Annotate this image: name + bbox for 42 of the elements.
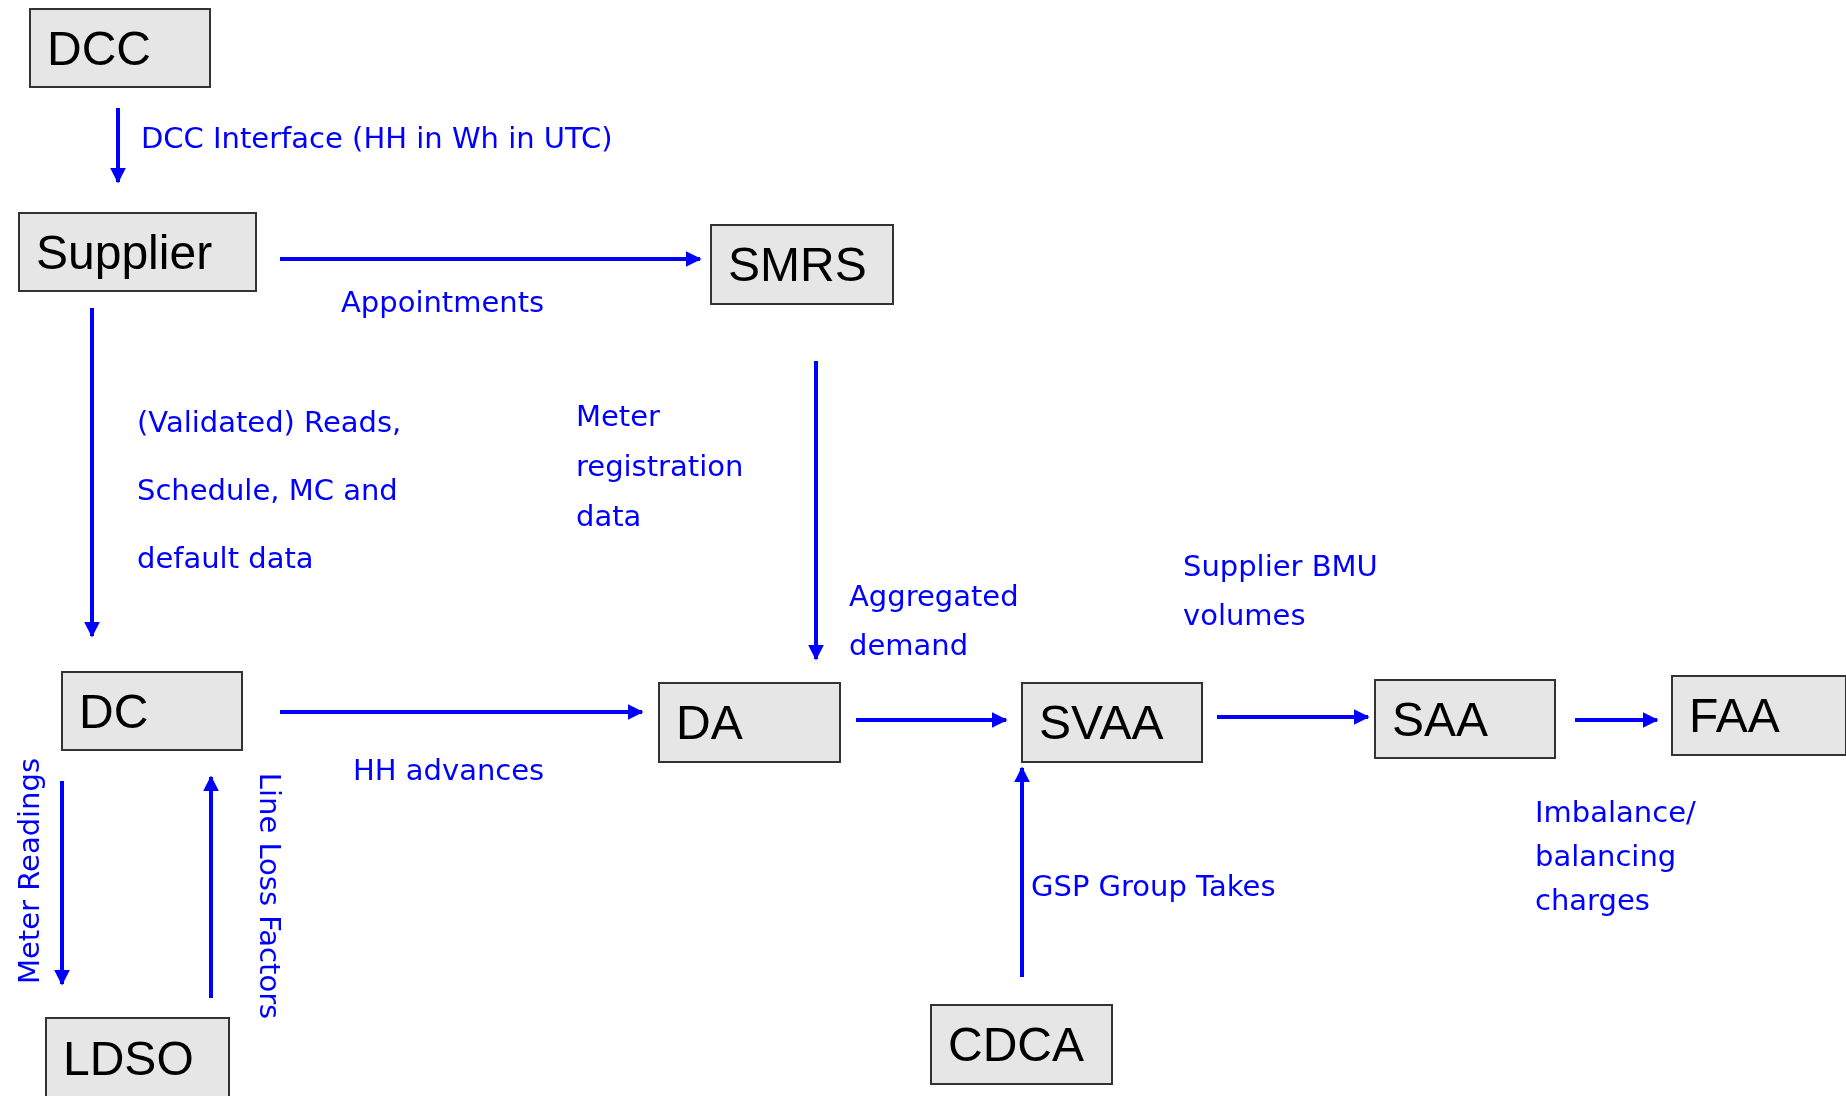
edge-label: Supplier BMU volumes	[1183, 548, 1379, 634]
node-label: Supplier	[36, 224, 213, 280]
process-box	[1671, 675, 1846, 756]
arrow	[856, 712, 1008, 728]
node-label: FAA	[1689, 688, 1780, 743]
process-box	[1374, 679, 1556, 759]
edge-label: Imbalance/ balancing charges	[1535, 794, 1697, 919]
edge-label: Meter registration data	[576, 398, 745, 535]
arrow	[280, 704, 644, 720]
process-box	[710, 224, 894, 305]
process-box	[1021, 682, 1203, 763]
arrow	[1575, 712, 1659, 728]
process-box	[930, 1004, 1113, 1085]
arrow	[1217, 709, 1370, 725]
edge-label: Aggregated demand	[849, 578, 1020, 664]
process-box	[29, 8, 211, 88]
arrow	[110, 108, 126, 184]
node-label: DC	[79, 683, 149, 739]
edge-label: (Validated) Reads, Schedule, MC and default data	[137, 404, 403, 577]
node-label: DCC	[47, 20, 151, 76]
edge-label: DCC Interface (HH in Wh in UTC)	[141, 120, 614, 157]
edge-label: Appointments	[341, 284, 546, 321]
node-label: LDSO	[63, 1030, 194, 1086]
process-box	[61, 671, 243, 751]
node-label: CDCA	[948, 1017, 1084, 1072]
arrow	[1014, 766, 1030, 977]
arrow	[808, 361, 824, 661]
process-box	[658, 682, 841, 763]
node-label: SVAA	[1039, 695, 1164, 750]
node-label: DA	[676, 695, 743, 750]
arrow	[203, 775, 219, 998]
node-label: SMRS	[728, 237, 867, 292]
node-label: SAA	[1392, 691, 1489, 747]
arrow	[54, 781, 70, 986]
process-box	[18, 212, 257, 292]
edge-label: HH advances	[353, 752, 546, 789]
edge-label: GSP Group Takes	[1031, 868, 1277, 905]
edge-label: Meter Readings	[12, 758, 46, 984]
arrow	[84, 308, 100, 638]
edge-label: Line Loss Factors	[253, 772, 287, 1020]
process-box	[45, 1017, 230, 1096]
arrow	[280, 251, 702, 267]
